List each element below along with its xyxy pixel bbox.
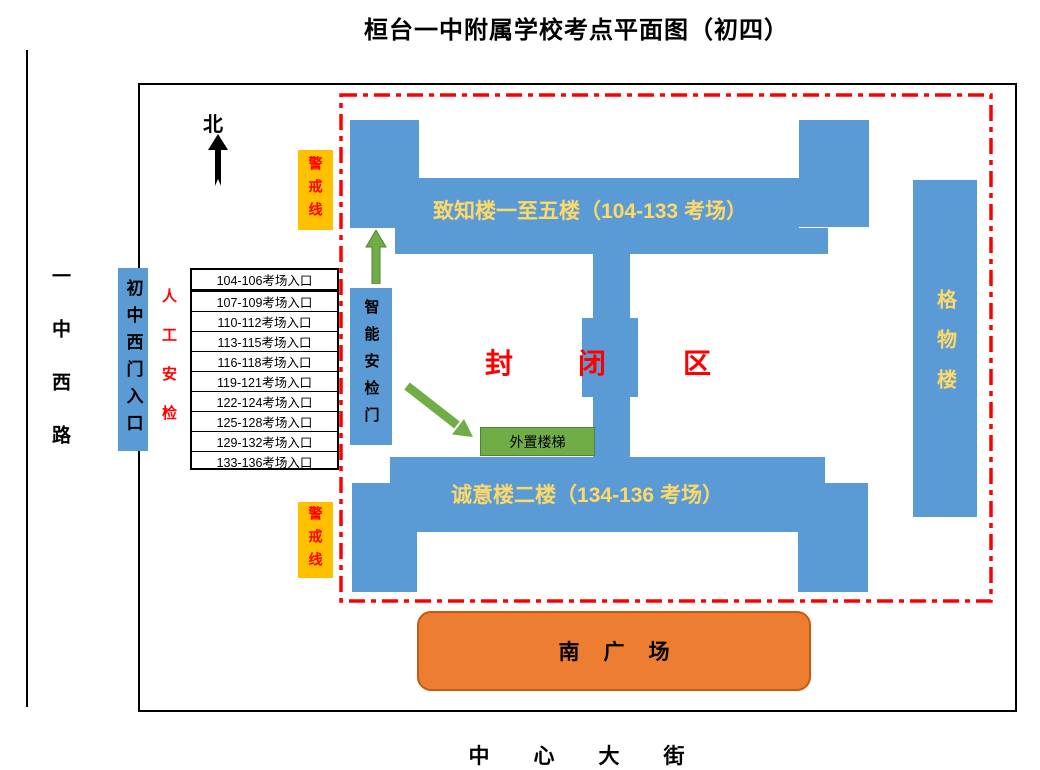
entrance-row: 104-106考场入口 [192, 270, 337, 292]
entrance-row: 113-115考场入口 [192, 332, 337, 352]
smart-security-gate-label: 智能安检门 [362, 299, 380, 434]
south-plaza: 南广场 [417, 611, 811, 691]
building-chengyi-label: 诚意楼二楼（134-136 考场） [451, 484, 723, 507]
building-chengyi-right-leg [798, 532, 868, 592]
entrance-row: 133-136考场入口 [216, 456, 313, 470]
building-chengyi-main-bar [352, 483, 868, 532]
building-zhizhi-left-tower [350, 120, 419, 228]
external-stairs: 外置楼梯 [480, 427, 595, 456]
manual-check-label: 人工安检 [160, 288, 177, 444]
entrance-row: 119-121考场入口 [192, 372, 337, 392]
external-stairs-label: 外置楼梯 [509, 433, 566, 450]
cordon-line-bottom-label: 警戒线 [307, 505, 324, 575]
building-zhizhi-label: 致知楼一至五楼（104-133 考场） [433, 200, 747, 223]
entrance-row: 110-112考场入口 [192, 312, 337, 332]
building-chengyi-top-section [390, 457, 825, 483]
west-gate-entrance: 初中西门入口 [118, 268, 148, 451]
cordon-line-top-label: 警戒线 [307, 155, 324, 225]
entrance-row: 129-132考场入口 [192, 432, 337, 452]
west-road-label: 一中西路 [49, 266, 70, 478]
connector-column-lower [593, 397, 630, 457]
entrance-row: 122-124考场入口 [192, 392, 337, 412]
page-title: 桓台一中附属学校考点平面图（初四） [364, 18, 789, 44]
north-arrow-icon [208, 134, 228, 186]
entrance-table: 104-106考场入口 107-109考场入口 110-112考场入口 113-… [190, 268, 339, 470]
closed-zone-char-3: 区 [683, 348, 712, 379]
route-up-arrow-icon [365, 230, 387, 284]
building-zhizhi-right-tower [799, 120, 869, 227]
closed-zone-boundary [339, 93, 993, 603]
south-street-label: 中心大街 [468, 744, 729, 768]
west-gate-entrance-label: 初中西门入口 [123, 278, 143, 441]
south-plaza-label: 南广场 [558, 640, 694, 664]
entrance-row: 107-109考场入口 [192, 292, 337, 312]
building-gewu-label: 格物楼 [933, 288, 956, 409]
building-gewu: 格物楼 [913, 180, 977, 517]
north-label: 北 [203, 114, 223, 136]
route-diagonal-arrow-icon [404, 382, 473, 437]
smart-security-gate: 智能安检门 [350, 288, 392, 445]
entrance-row: 125-128考场入口 [192, 412, 337, 432]
closed-zone-char-1: 封 [485, 348, 514, 379]
building-zhizhi-lower-bar [395, 228, 828, 254]
west-road-line [26, 50, 28, 707]
closed-zone-char-2: 闭 [578, 348, 607, 379]
connector-column-upper [593, 254, 630, 318]
connector-block [582, 318, 638, 397]
entrance-row: 116-118考场入口 [192, 352, 337, 372]
building-chengyi-left-leg [352, 532, 417, 592]
cordon-line-top: 警戒线 [298, 150, 333, 230]
cordon-line-bottom: 警戒线 [298, 502, 333, 578]
